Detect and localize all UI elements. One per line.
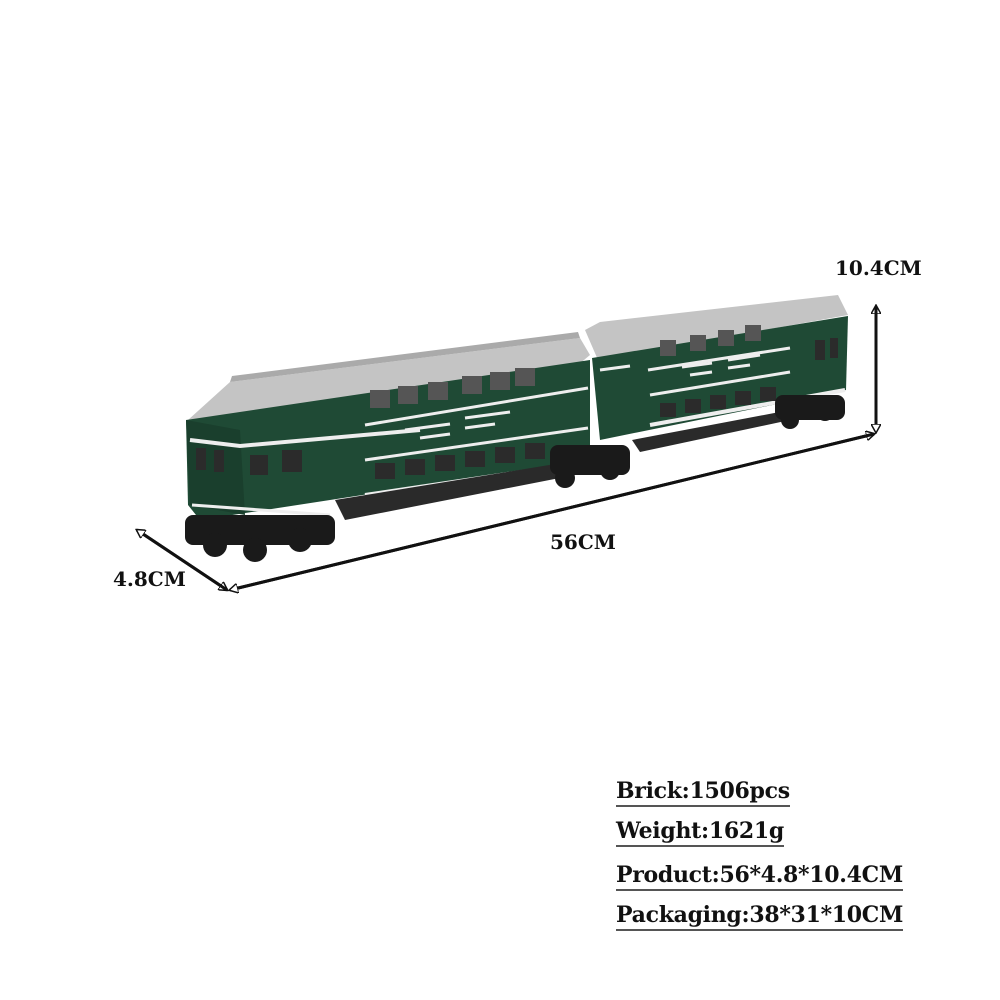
spec-packaging-size: Packaging:38*31*10CM (616, 902, 903, 931)
train-car-front (185, 332, 630, 562)
spec-product-size: Product:56*4.8*10.4CM (616, 862, 903, 891)
train-car-rear (585, 295, 848, 452)
length-dimension-label: 56CM (550, 530, 616, 554)
spec-brick-count: Brick:1506pcs (616, 778, 790, 807)
depth-dimension-label: 4.8CM (113, 567, 186, 591)
spec-weight: Weight:1621g (616, 818, 784, 847)
height-dimension-label: 10.4CM (835, 256, 922, 280)
